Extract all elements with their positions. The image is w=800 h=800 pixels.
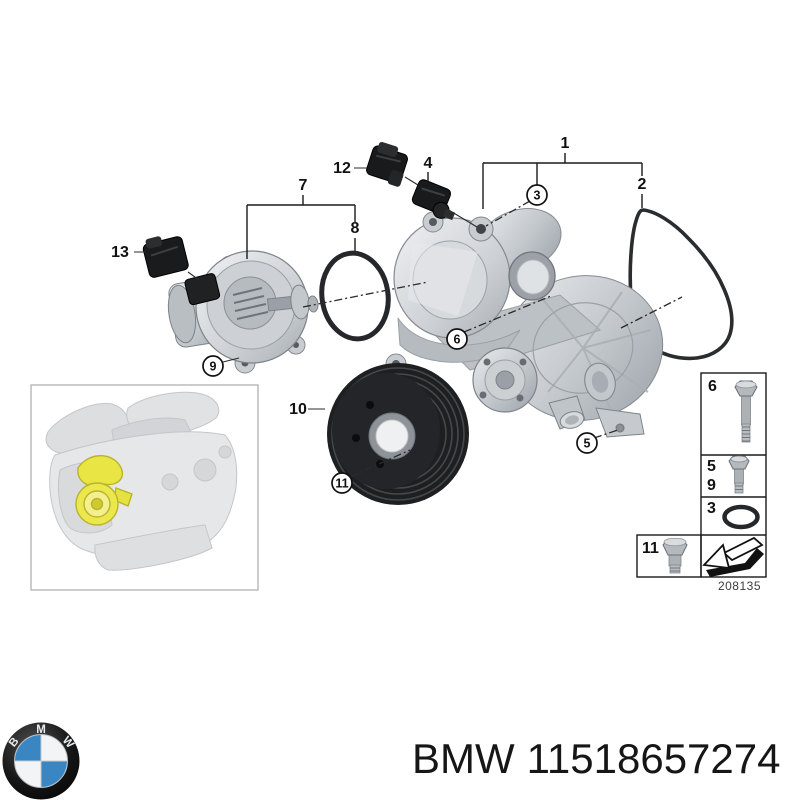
callout-12: 12 [333,160,351,177]
callout-8: 8 [351,220,360,237]
callout-labels: 1 2 4 7 8 10 12 13 [111,135,646,418]
circled-callout-5: 5 [576,432,598,454]
legend-label-11: 11 [642,540,659,557]
brand-part-number: BMW 11518657274 [412,735,780,782]
callout-7: 7 [299,177,308,194]
thermostat-drawing [167,250,319,374]
callout-4: 4 [424,155,433,172]
logo-letter-m: M [36,724,46,736]
circled-callout-11: 11 [331,472,353,494]
long-bolt-icon [734,380,758,443]
water-pump-drawing [385,208,664,438]
hardware-legend-box: 6 5 9 3 11 [636,372,767,593]
highlighted-water-pump [75,455,133,526]
sensor-13-drawing [142,236,221,306]
callout-2: 2 [638,176,647,193]
brand-name: BMW [412,735,515,782]
svg-text:9: 9 [210,360,217,374]
sensor-4-drawing [411,179,456,221]
diagram-number: 208135 [718,579,761,593]
o-ring-icon [722,504,760,530]
bmw-logo-icon: B M W [2,722,80,800]
legend-label-3: 3 [707,500,716,517]
part-number: 11518657274 [527,735,781,782]
callout-1: 1 [561,135,570,152]
short-bolt-icon [662,537,688,574]
svg-text:6: 6 [454,333,461,347]
circled-callout-9: 9 [202,355,224,377]
circled-callout-3: 3 [526,184,548,206]
profile-gasket-drawing [628,208,734,361]
install-direction-arrow-icon [702,536,764,577]
bolt-icon [728,455,750,494]
legend-label-9: 9 [707,477,716,494]
svg-text:3: 3 [534,189,541,203]
sensor-12-drawing [366,141,408,187]
callout-13: 13 [111,244,129,261]
pulley-drawing [327,363,469,505]
svg-text:5: 5 [584,437,591,451]
svg-text:11: 11 [335,477,348,491]
o-ring-drawing [319,250,391,342]
circled-callout-6: 6 [446,328,468,350]
callout-10: 10 [289,401,307,418]
engine-location-thumbnail [30,384,259,591]
legend-label-6: 6 [708,378,717,395]
callout-leader-lines [134,153,683,478]
circled-callouts: 3 5 6 9 11 [202,184,598,494]
legend-label-5: 5 [707,458,716,475]
